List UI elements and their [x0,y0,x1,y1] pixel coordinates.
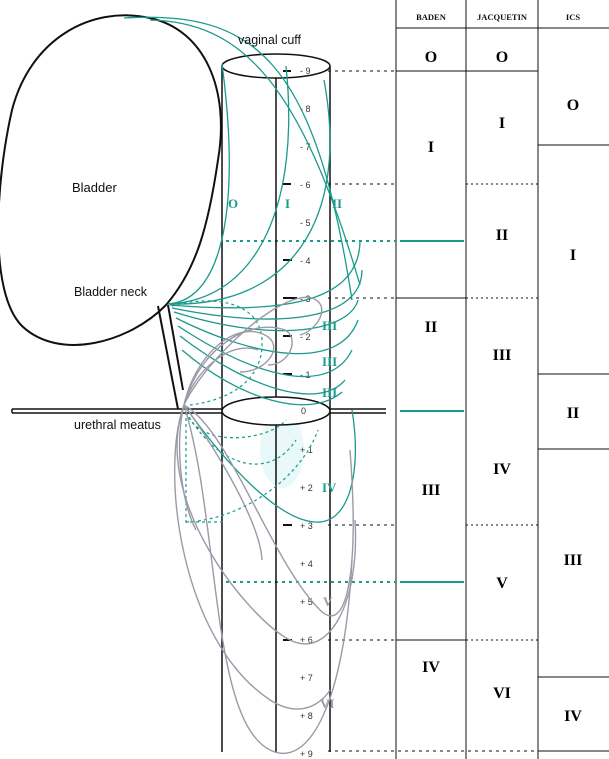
curve-label-i: I [285,196,290,211]
ics-stage-4: IV [564,708,582,725]
scale-tick: - 2 [300,332,311,342]
label-vaginal-cuff: vaginal cuff [238,33,302,47]
jacquetin-stage-2: II [496,227,508,244]
ics-stage-3: III [564,552,583,569]
gray-descent-loops [173,296,357,755]
header-jacquetin: JACQUETIN [477,12,528,22]
header-baden: BADEN [416,12,447,22]
label-bladder-neck: Bladder neck [74,285,148,299]
jacquetin-stage-4: IV [493,461,511,478]
baden-stage-2: II [425,319,437,336]
scale-tick: + 5 [300,597,313,607]
scale-tick: - 8 [300,104,311,114]
scale-tick: - 4 [300,256,311,266]
scale-tick: + 6 [300,635,313,645]
scale-tick: + 9 [300,749,313,759]
scale-dotted-lines [328,70,538,752]
jacquetin-dotted-boundaries [466,183,538,641]
urethra [157,304,184,410]
jacquetin-stage-6: VI [493,685,511,702]
scale-tick: + 8 [300,711,313,721]
baden-stage-3: III [422,482,441,499]
scale-tick: + 4 [300,559,313,569]
curve-label-vi: VI [320,696,334,711]
curve-label-iv: IV [322,480,337,495]
ics-stage-0: O [567,97,579,114]
baden-stage-0: O [425,49,437,66]
vaginal-tube [221,53,331,752]
scale-tick: + 7 [300,673,313,683]
scale-tick: - 1 [300,370,311,380]
scale-tick: - 9 [300,66,311,76]
jacquetin-stage-3: III [493,347,512,364]
teal-prolapse-curves [123,16,363,523]
curve-label-ii: II [332,196,342,211]
scale-tick: - 6 [300,180,311,190]
staging-table-grid [395,0,609,759]
scale-tick: - 7 [300,142,311,152]
scale-tick: 0 [301,406,306,416]
bladder-outline [0,14,222,346]
meatus-shade [260,412,304,488]
teal-dashed-curves [171,300,319,523]
baden-stage-1: I [428,139,434,156]
scale-tick: + 3 [300,521,313,531]
scale-tick: - 3 [300,294,311,304]
label-bladder: Bladder [72,180,117,195]
scale-ticks: - 9 - 8 - 7 - 6 - 5 - 4 - 3 - 2 - 1 0 + … [300,66,313,759]
curve-label-o: O [228,196,238,211]
ics-stage-2: II [567,405,579,422]
baden-stage-4: IV [422,659,440,676]
tube-tick-marks [283,70,297,641]
curve-label-v: V [323,594,333,609]
scale-tick: + 1 [300,445,313,455]
header-ics: ICS [566,12,580,22]
scale-tick: - 5 [300,218,311,228]
curve-label-iii-c: III [322,385,337,400]
ics-stage-1: I [570,247,576,264]
curve-label-iii-a: III [322,318,337,333]
jacquetin-stage-5: V [496,575,508,592]
label-urethral-meatus: urethral meatus [74,418,161,432]
jacquetin-stage-0: O [496,49,508,66]
teal-mid-lines [226,240,464,583]
curve-label-iii-b: III [322,354,337,369]
scale-tick: + 2 [300,483,313,493]
jacquetin-stage-1: I [499,115,505,132]
